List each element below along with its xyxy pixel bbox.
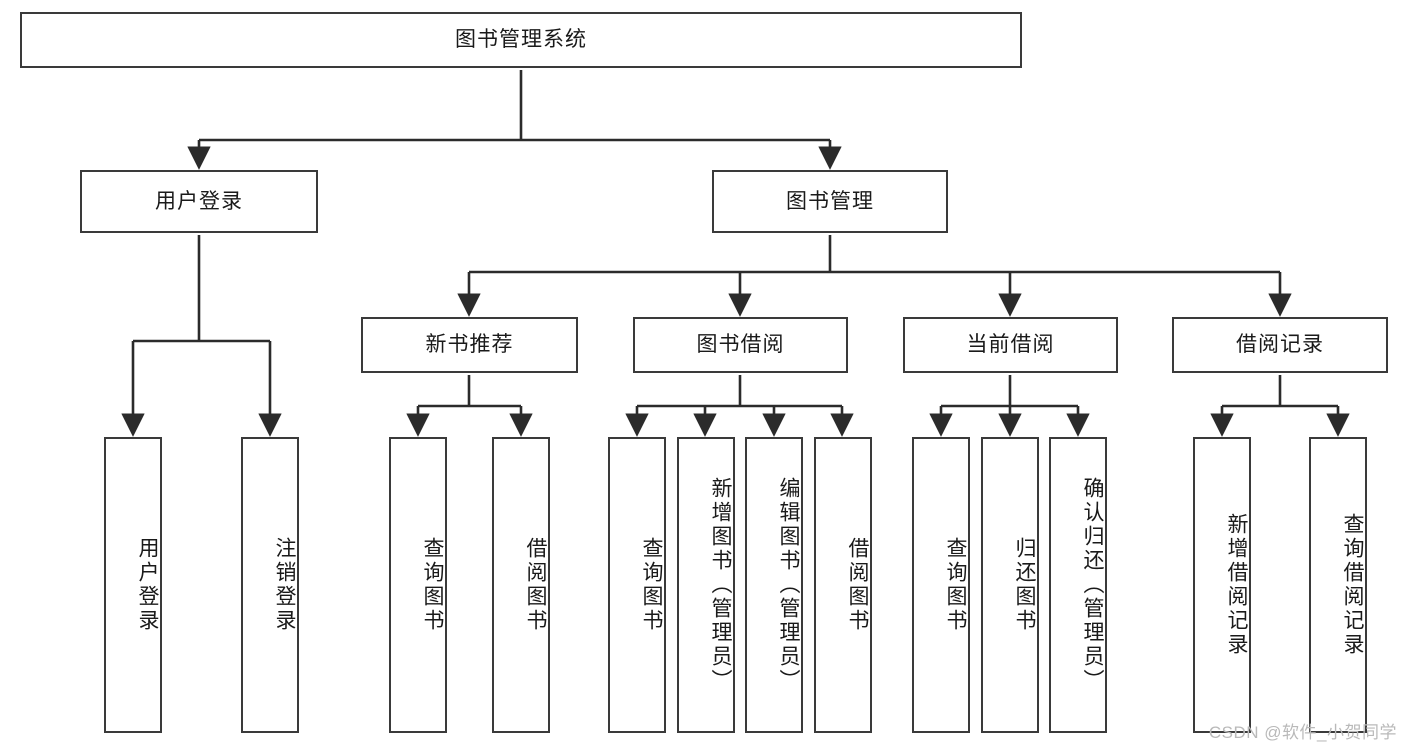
leaf-cb-query-book[interactable]: 查询图书 <box>912 437 970 733</box>
leaf-logout-label: 注销登录 <box>273 537 296 633</box>
leaf-bb-borrow-book[interactable]: 借阅图书 <box>814 437 872 733</box>
leaf-nb-borrow-book[interactable]: 借阅图书 <box>492 437 550 733</box>
node-new-book-recommend[interactable]: 新书推荐 <box>361 317 578 373</box>
leaf-bb-edit-book-label: 编辑图书（管理员） <box>777 477 800 693</box>
node-root-label: 图书管理系统 <box>455 28 587 52</box>
leaf-cb-confirm-return[interactable]: 确认归还（管理员） <box>1049 437 1107 733</box>
node-user-login[interactable]: 用户登录 <box>80 170 318 233</box>
node-book-manage[interactable]: 图书管理 <box>712 170 948 233</box>
node-current-borrow-label: 当前借阅 <box>966 333 1055 357</box>
leaf-bb-add-book-label: 新增图书（管理员） <box>709 477 732 693</box>
node-new-book-recommend-label: 新书推荐 <box>425 333 514 357</box>
leaf-cb-return-book-label: 归还图书 <box>1013 537 1036 633</box>
leaf-bb-query-book[interactable]: 查询图书 <box>608 437 666 733</box>
leaf-nb-query-book[interactable]: 查询图书 <box>389 437 447 733</box>
leaf-bb-add-book[interactable]: 新增图书（管理员） <box>677 437 735 733</box>
node-book-borrow-label: 图书借阅 <box>696 333 785 357</box>
leaf-br-query-record[interactable]: 查询借阅记录 <box>1309 437 1367 733</box>
leaf-logout[interactable]: 注销登录 <box>241 437 299 733</box>
node-book-borrow[interactable]: 图书借阅 <box>633 317 848 373</box>
leaf-user-login[interactable]: 用户登录 <box>104 437 162 733</box>
leaf-nb-borrow-book-label: 借阅图书 <box>524 537 547 633</box>
leaf-cb-return-book[interactable]: 归还图书 <box>981 437 1039 733</box>
leaf-cb-confirm-return-label: 确认归还（管理员） <box>1081 477 1104 693</box>
leaf-user-login-label: 用户登录 <box>136 537 159 633</box>
leaf-bb-edit-book[interactable]: 编辑图书（管理员） <box>745 437 803 733</box>
node-borrow-record-label: 借阅记录 <box>1236 333 1324 357</box>
leaf-nb-query-book-label: 查询图书 <box>421 537 444 633</box>
node-root[interactable]: 图书管理系统 <box>20 12 1022 68</box>
leaf-br-query-record-label: 查询借阅记录 <box>1341 513 1364 657</box>
leaf-br-add-record[interactable]: 新增借阅记录 <box>1193 437 1251 733</box>
node-current-borrow[interactable]: 当前借阅 <box>903 317 1118 373</box>
leaf-br-add-record-label: 新增借阅记录 <box>1225 513 1248 657</box>
leaf-cb-query-book-label: 查询图书 <box>944 537 967 633</box>
leaf-bb-borrow-book-label: 借阅图书 <box>846 537 869 633</box>
leaf-bb-query-book-label: 查询图书 <box>640 537 663 633</box>
csdn-watermark: CSDN @软件_小贺同学 <box>1208 723 1397 742</box>
node-user-login-label: 用户登录 <box>155 189 243 213</box>
node-book-manage-label: 图书管理 <box>786 189 874 213</box>
node-borrow-record[interactable]: 借阅记录 <box>1172 317 1388 373</box>
